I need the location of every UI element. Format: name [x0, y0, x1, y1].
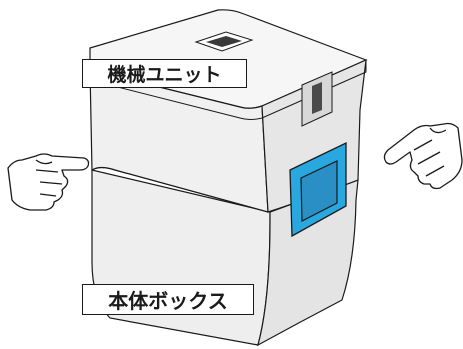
top-opening — [194, 31, 254, 52]
main-box-side-face — [257, 179, 359, 347]
side-slot — [301, 71, 333, 127]
main-box-label: 本体ボックス — [82, 284, 254, 315]
pointing-hand-right-icon — [383, 122, 463, 190]
blue-display-panel — [289, 141, 347, 238]
machine-unit-label: 機械ユニット — [82, 59, 247, 88]
pointing-hand-left-icon — [7, 153, 90, 211]
